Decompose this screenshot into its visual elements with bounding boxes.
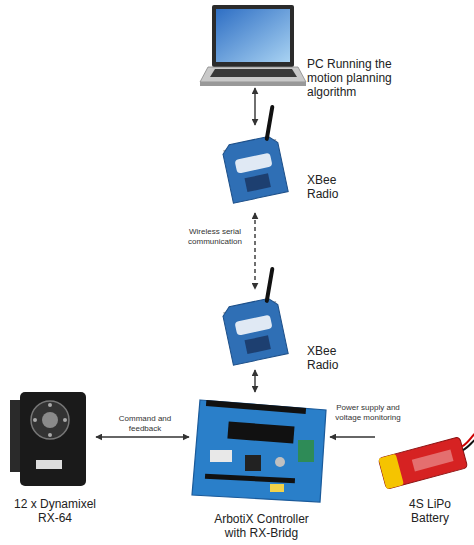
device-label: 12 x Dynamixel RX-64 — [3, 497, 107, 525]
device-node: 12 x Dynamixel RX-64 — [8, 385, 93, 490]
connection-arrow — [96, 436, 189, 437]
controller-header — [205, 474, 295, 484]
connection-label: Power supply and voltage monitoring — [329, 403, 407, 423]
device-node: XBee Radio — [215, 128, 295, 210]
battery-wire — [461, 436, 474, 450]
controller-header — [206, 400, 306, 414]
laptop-illustration — [200, 5, 306, 86]
servo-hole — [63, 418, 67, 422]
device-node: PC Running the motion planning algorithm — [205, 5, 305, 85]
xbee-chip — [245, 335, 271, 354]
xbee-antenna — [261, 107, 279, 139]
connection-label: Wireless serial communication — [184, 227, 246, 247]
xbee-antenna — [261, 269, 279, 301]
device-label: 4S LiPo Battery — [400, 497, 460, 525]
xbee-illustration — [216, 269, 291, 365]
servo-illustration — [10, 392, 86, 486]
connection-arrow — [330, 436, 375, 437]
controller-chip — [227, 421, 294, 443]
device-label: XBee Radio — [307, 173, 347, 201]
battery-stripe — [378, 454, 404, 490]
servo-body — [20, 392, 86, 486]
laptop-keyboard — [210, 69, 297, 77]
xbee-board — [221, 135, 288, 203]
controller-illustration — [192, 400, 326, 502]
battery-illustration — [378, 431, 474, 489]
laptop-base — [200, 67, 306, 82]
servo-horn — [31, 401, 69, 439]
xbee-board — [221, 297, 288, 365]
servo-hole — [48, 433, 52, 437]
controller-pcb — [192, 400, 326, 502]
laptop-lid — [212, 5, 294, 67]
device-node: ArbotiX Controller with RX-Bridg — [192, 395, 327, 507]
battery-sticker — [412, 449, 454, 471]
xbee-illustration — [216, 107, 291, 203]
laptop-front — [200, 82, 306, 86]
servo-hole — [33, 418, 37, 422]
device-label: ArbotiX Controller with RX-Bridg — [204, 512, 319, 540]
device-node: XBee Radio — [215, 292, 295, 367]
battery-pack — [378, 437, 467, 490]
xbee-logo-mark — [234, 153, 272, 174]
controller-connector — [270, 484, 284, 492]
connection-arrow — [254, 370, 255, 392]
controller-capacitor — [275, 457, 285, 467]
xbee-chip — [245, 173, 271, 192]
connection-arrow — [254, 88, 255, 125]
xbee-logo-mark — [234, 315, 272, 336]
servo-sticker — [36, 460, 62, 469]
controller-terminal — [298, 440, 314, 462]
device-label: PC Running the motion planning algorithm — [307, 57, 407, 99]
servo-hub — [42, 412, 58, 428]
wireless-link-arrow — [254, 213, 255, 289]
device-node: 4S LiPo Battery — [378, 440, 468, 485]
laptop-screen — [216, 9, 290, 62]
device-label: XBee Radio — [307, 344, 347, 372]
servo-hole — [48, 403, 52, 407]
controller-connector — [210, 450, 232, 462]
controller-chip — [245, 455, 261, 471]
connection-label: Command and feedback — [115, 414, 175, 434]
